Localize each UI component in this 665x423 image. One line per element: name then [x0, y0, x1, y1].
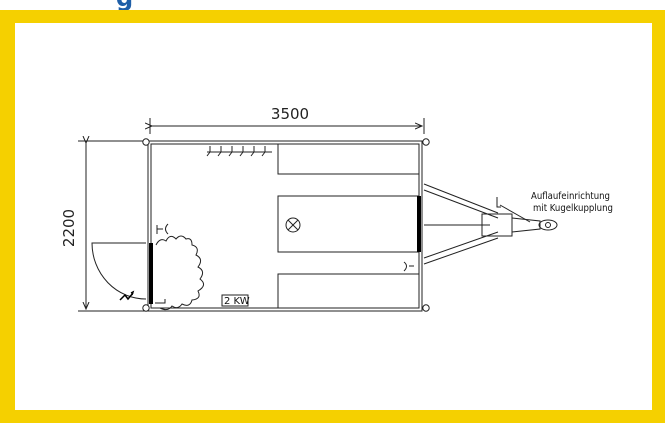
width-label: 2200: [60, 209, 78, 247]
heading-strip: g: [0, 0, 665, 10]
drawing-panel: [15, 23, 652, 410]
width-dimension: 2200: [60, 141, 148, 312]
entrance-door: [91, 223, 204, 311]
interior-fittings: [206, 143, 420, 309]
coat-hooks: [206, 146, 272, 157]
coupling-label-line1: Auflaufeinrichtung: [531, 191, 610, 202]
drawbar-hitch: [417, 183, 558, 265]
generator-label: 2 KW: [224, 296, 250, 307]
curtain-line: [155, 235, 204, 311]
electric-symbol: [119, 290, 135, 301]
coupling-label-line2: mit Kugelkupplung: [533, 203, 613, 214]
length-label: 3500: [271, 105, 309, 123]
washbasin-symbol: [285, 217, 301, 233]
length-dimension: 3500: [150, 105, 425, 134]
page-heading: g: [116, 0, 133, 10]
